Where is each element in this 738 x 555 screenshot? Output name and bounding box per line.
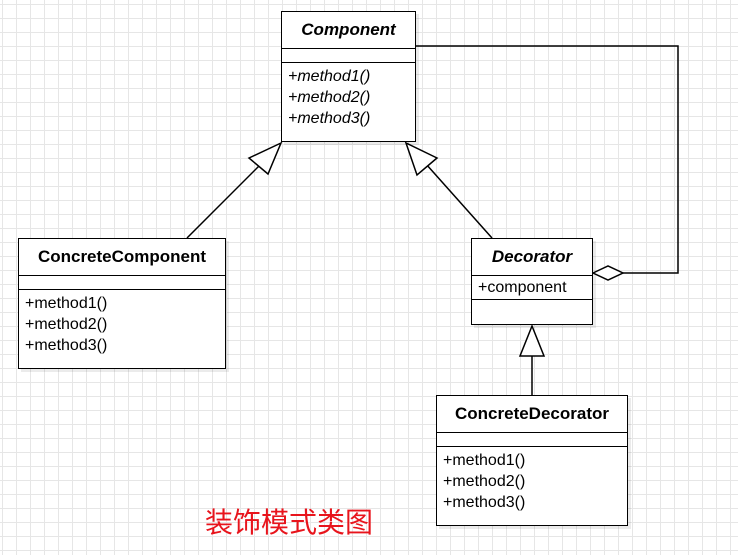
component-methods: +method1() +method2() +method3(): [282, 63, 415, 131]
component-method: +method3(): [288, 110, 371, 127]
concrete-component-class-name: ConcreteComponent: [19, 239, 225, 276]
concrete-decorator-method: +method3(): [443, 494, 526, 511]
inheritance-arrowhead-concrete-decorator: [518, 323, 546, 357]
decorator-attributes: +component: [472, 276, 592, 300]
concrete-component-class[interactable]: ConcreteComponent +method1() +method2() …: [18, 238, 226, 369]
concrete-component-method: +method2(): [25, 316, 108, 333]
decorator-class[interactable]: Decorator +component: [471, 238, 593, 325]
component-method: +method2(): [288, 89, 371, 106]
concrete-decorator-methods: +method1() +method2() +method3(): [437, 447, 627, 515]
diagram-caption: 装饰模式类图: [205, 506, 374, 539]
aggregation-line: [416, 45, 679, 274]
concrete-decorator-attributes: [437, 433, 627, 447]
inheritance-line-concrete-component: [186, 164, 261, 239]
inheritance-line-decorator: [425, 163, 493, 239]
concrete-component-method: +method1(): [25, 295, 108, 312]
decorator-methods: [472, 300, 592, 317]
component-class[interactable]: Component +method1() +method2() +method3…: [281, 11, 416, 142]
component-method: +method1(): [288, 68, 371, 85]
concrete-decorator-class-name: ConcreteDecorator: [437, 396, 627, 433]
inheritance-arrowhead-decorator: [404, 141, 439, 177]
concrete-component-attributes: [19, 276, 225, 290]
decorator-attribute: +component: [478, 279, 567, 296]
decorator-class-name: Decorator: [472, 239, 592, 276]
component-attributes: [282, 49, 415, 63]
inheritance-arrowhead-concrete-component: [247, 141, 283, 176]
aggregation-diamond: [591, 265, 625, 281]
concrete-component-method: +method3(): [25, 337, 108, 354]
concrete-decorator-method: +method1(): [443, 452, 526, 469]
concrete-decorator-method: +method2(): [443, 473, 526, 490]
component-class-name: Component: [282, 12, 415, 49]
concrete-component-methods: +method1() +method2() +method3(): [19, 290, 225, 358]
concrete-decorator-class[interactable]: ConcreteDecorator +method1() +method2() …: [436, 395, 628, 526]
